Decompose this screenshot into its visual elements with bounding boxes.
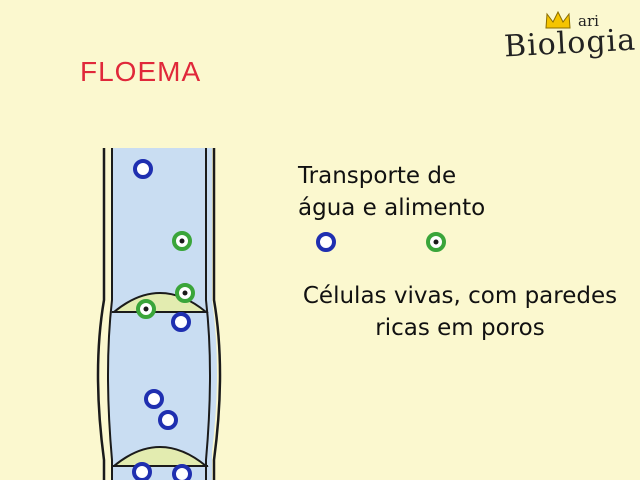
water-particle: [132, 462, 152, 480]
cell-wall-right-outer: [212, 148, 222, 480]
logo: ari Biologia: [500, 8, 637, 70]
legend: [316, 232, 446, 252]
water-particles: [132, 159, 192, 480]
cells-label-line1: Células vivas, com paredes: [302, 283, 618, 309]
cell-wall-left-outer: [96, 148, 106, 480]
water-particle: [144, 389, 164, 409]
sieve-tube: [107, 148, 217, 480]
water-particle: [171, 312, 191, 332]
transport-label: Transporte de água e alimento: [298, 160, 485, 224]
cells-label: Células vivas, com paredes ricas em poro…: [290, 280, 630, 344]
food-particle-core: [179, 238, 185, 244]
food-particles: [136, 231, 195, 319]
water-particle: [172, 464, 192, 480]
cells-label-line2: ricas em poros: [375, 315, 545, 341]
legend-food-icon-core: [433, 239, 439, 245]
logo-small-text: ari: [578, 12, 599, 30]
transport-label-line1: Transporte de: [298, 163, 457, 189]
food-particle-core: [143, 306, 149, 312]
cell-wall-right-inner: [205, 148, 211, 480]
food-particle-core: [182, 290, 188, 296]
water-particle: [133, 159, 153, 179]
page-title: FLOEMA: [80, 56, 202, 87]
legend-water-icon: [316, 232, 336, 252]
water-particle: [158, 410, 178, 430]
transport-label-line2: água e alimento: [298, 195, 486, 221]
sieve-plate-lower: [111, 446, 209, 467]
cell-wall-left-inner: [107, 148, 113, 480]
crown-icon: [545, 10, 571, 29]
